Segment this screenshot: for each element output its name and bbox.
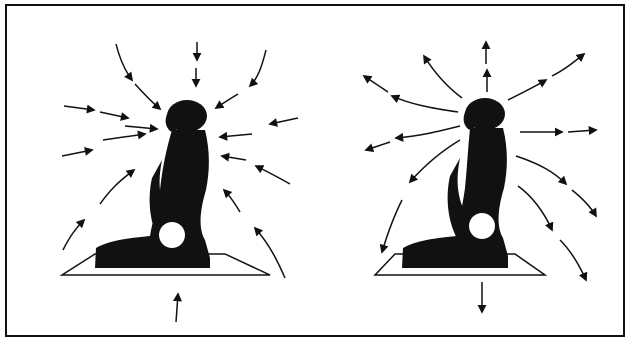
right-panel (364, 42, 596, 312)
arrow-icon (224, 190, 240, 212)
arrow-icon (64, 106, 94, 110)
arrow-icon (366, 142, 390, 150)
arrow-icon (135, 84, 160, 109)
kneeling-person-silhouette (402, 98, 508, 268)
arrow-icon (270, 118, 298, 124)
center-dot (469, 213, 495, 239)
arrow-icon (250, 50, 266, 86)
arrow-icon (62, 150, 92, 156)
arrow-icon (116, 44, 132, 80)
arrow-icon (382, 200, 402, 252)
arrow-icon (516, 156, 566, 184)
arrow-icon (552, 54, 584, 76)
arrow-icon (125, 126, 157, 129)
arrow-icon (392, 96, 458, 112)
arrow-icon (216, 94, 238, 108)
arrow-icon (572, 190, 596, 216)
arrow-icon (508, 80, 546, 100)
arrow-icon (176, 294, 178, 322)
arrow-icon (256, 166, 290, 184)
kneeling-person-silhouette (95, 100, 210, 268)
arrow-icon (222, 156, 246, 160)
center-dot (159, 222, 185, 248)
arrow-icon (518, 186, 552, 230)
arrow-icon (220, 134, 252, 137)
arrow-icon (100, 112, 128, 118)
arrow-icon (364, 76, 388, 92)
arrow-icon (103, 134, 145, 140)
arrow-icon (63, 220, 84, 250)
arrow-icon (568, 130, 596, 132)
arrow-icon (396, 126, 460, 138)
arrow-icon (560, 240, 586, 280)
left-panel (62, 42, 298, 322)
arrow-icon (424, 56, 462, 98)
arrow-icon (100, 170, 134, 204)
